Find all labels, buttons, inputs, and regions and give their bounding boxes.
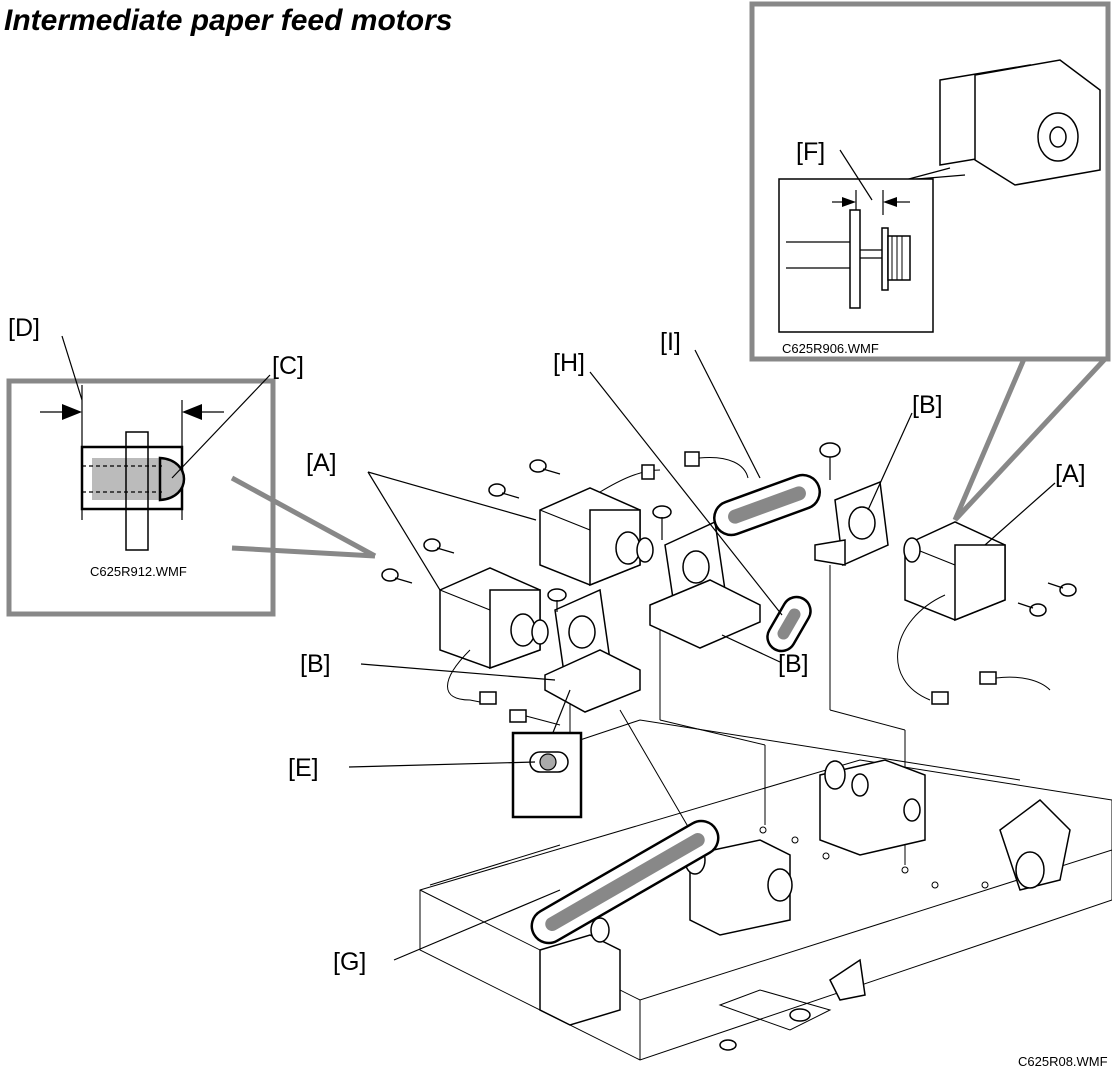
base-frame	[419, 719, 1112, 1061]
label-a-right: [A]	[1055, 460, 1086, 488]
label-e: [E]	[288, 754, 319, 782]
filename-inset-left: C625R912.WMF	[90, 564, 187, 579]
label-d: [D]	[8, 314, 40, 342]
file-names: C625R912.WMF C625R906.WMF C625R08.WMF	[90, 341, 1108, 1069]
bracket-right	[814, 442, 889, 567]
motor-right	[897, 521, 1051, 705]
motor-left	[439, 567, 561, 726]
label-a-left: [A]	[306, 449, 337, 477]
bracket-left	[544, 588, 641, 713]
label-h: [H]	[553, 349, 585, 377]
label-c: [C]	[272, 352, 304, 380]
belt-i	[713, 473, 821, 537]
leader-lines	[61, 335, 1056, 961]
inset-right	[749, 1, 1111, 522]
part-labels: [D] [C] [A] [B] [E] [G] [H] [I] [B] [A] …	[8, 138, 1086, 976]
slot-detail	[511, 689, 583, 819]
belt-g	[530, 819, 720, 945]
label-i: [I]	[660, 328, 681, 356]
label-b-middle: [B]	[778, 650, 809, 678]
screws-left	[381, 538, 455, 584]
bracket-middle	[649, 505, 761, 649]
pulley-assemblies	[539, 759, 926, 1026]
filename-main: C625R08.WMF	[1018, 1054, 1108, 1069]
label-g: [G]	[333, 948, 366, 976]
screws-right	[1017, 582, 1077, 617]
label-f: [F]	[796, 138, 825, 166]
motor-middle	[539, 451, 749, 587]
inset-left	[6, 378, 377, 617]
belt-h	[766, 595, 812, 653]
label-b-left: [B]	[300, 650, 331, 678]
screws-middle	[488, 459, 561, 499]
label-b-top: [B]	[912, 391, 943, 419]
diagram-title: Intermediate paper feed motors	[4, 4, 453, 37]
filename-inset-right: C625R906.WMF	[782, 341, 879, 356]
